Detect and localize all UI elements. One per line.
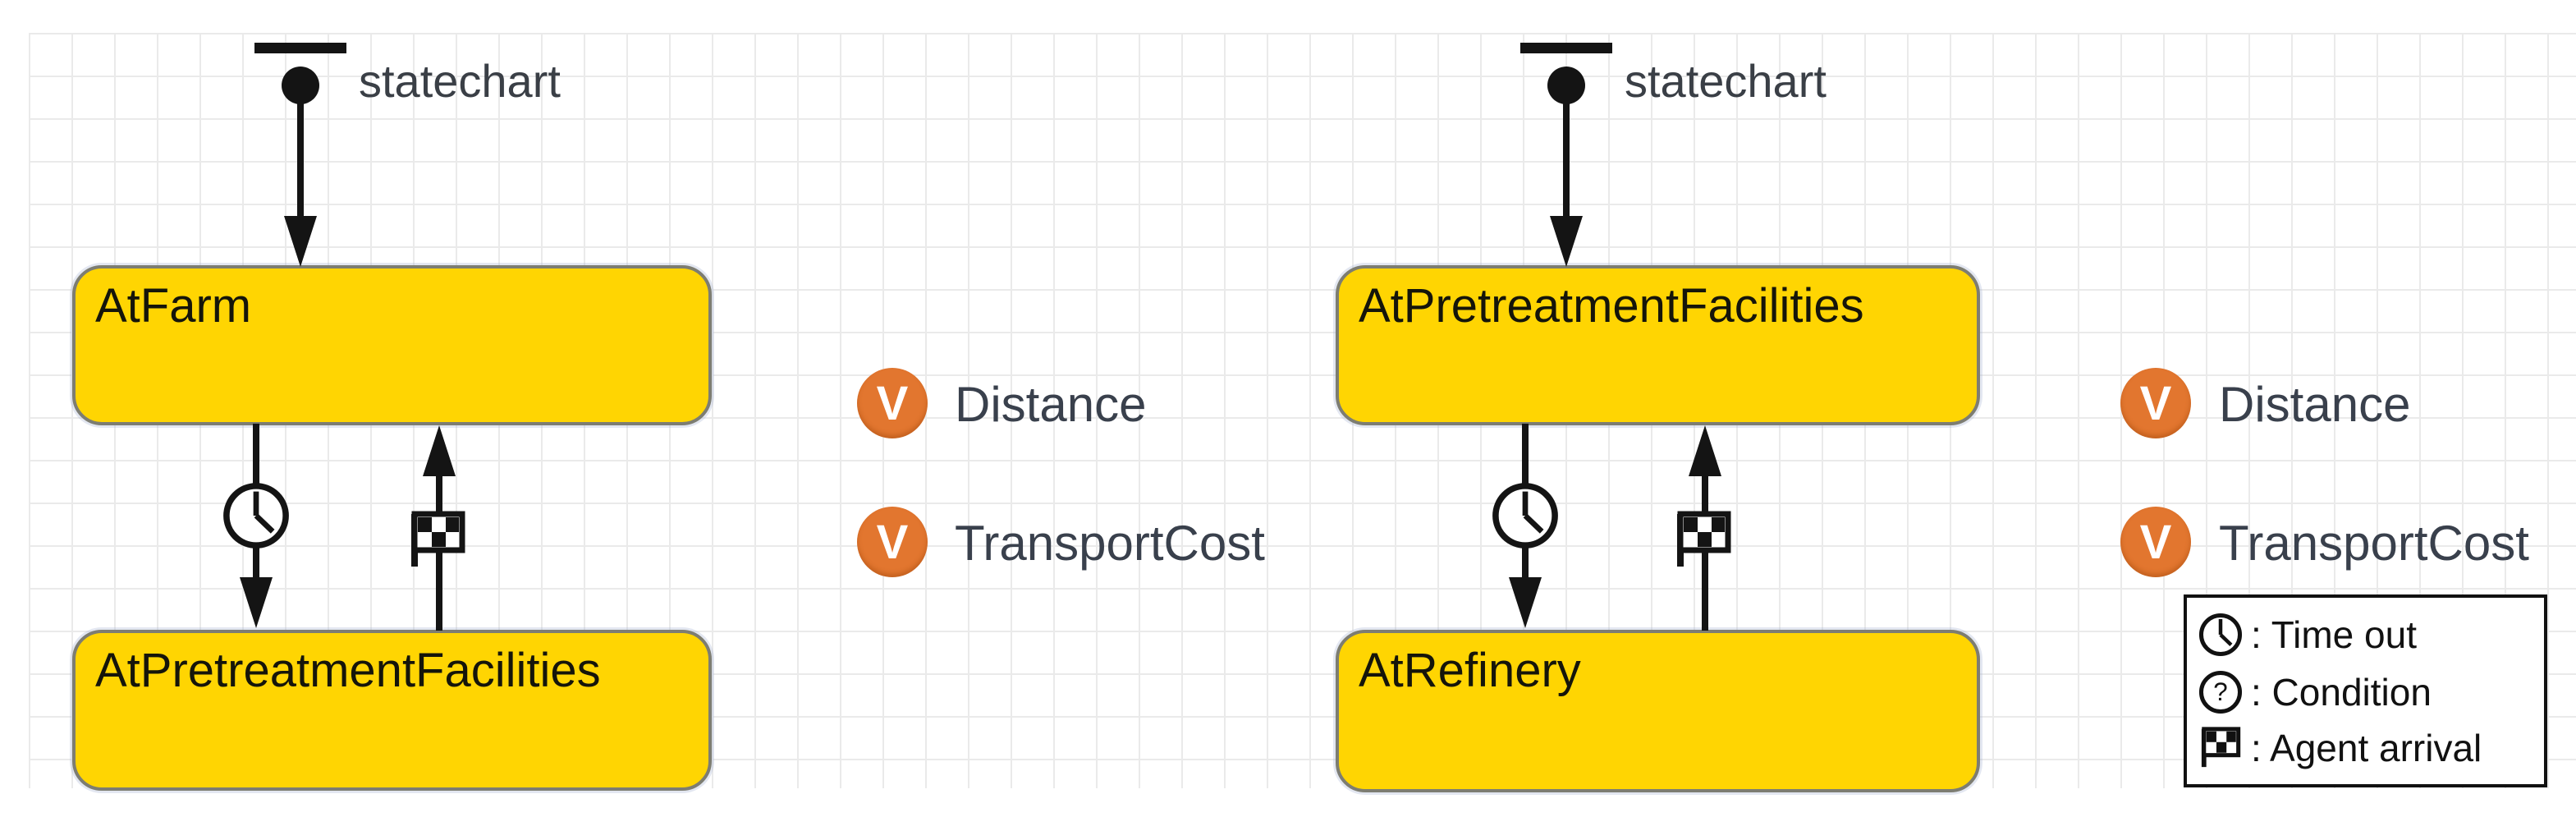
clock-icon[interactable] xyxy=(222,481,291,550)
arrowhead-down-icon xyxy=(1550,216,1583,267)
statechart-entry-label[interactable]: statechart xyxy=(359,55,561,107)
variable-label-transportcost[interactable]: TransportCost xyxy=(2219,516,2529,571)
clock-icon[interactable] xyxy=(1491,481,1560,550)
variable-glyph: V xyxy=(876,515,909,569)
agent-arrival-flag-icon[interactable] xyxy=(1675,511,1732,570)
state-atfarm[interactable]: AtFarm xyxy=(72,265,712,425)
variable-glyph: V xyxy=(876,376,909,430)
initial-transition-line[interactable] xyxy=(297,99,304,220)
initial-state-pointer-bar[interactable] xyxy=(254,43,346,53)
question-icon: ? xyxy=(2195,669,2246,715)
variable-label-distance[interactable]: Distance xyxy=(2219,377,2411,432)
legend-box[interactable]: : Time out ? : Condition : A xyxy=(2184,594,2547,787)
agent-arrival-flag-icon xyxy=(2195,727,2246,769)
legend-text: : Time out xyxy=(2251,613,2417,657)
arrowhead-down-icon xyxy=(240,577,273,628)
state-atrefinery[interactable]: AtRefinery xyxy=(1336,630,1980,792)
initial-state-pointer-bar[interactable] xyxy=(1520,43,1612,53)
statechart-entry-label[interactable]: statechart xyxy=(1625,55,1827,107)
initial-state-pointer-dot[interactable] xyxy=(1547,67,1585,104)
state-label: AtRefinery xyxy=(1359,644,1581,697)
variable-glyph: V xyxy=(2139,376,2172,430)
legend-text: : Condition xyxy=(2251,670,2432,714)
variable-icon[interactable]: V xyxy=(2120,368,2191,438)
arrowhead-up-icon xyxy=(423,425,456,476)
variable-label-distance[interactable]: Distance xyxy=(955,377,1147,432)
svg-text:?: ? xyxy=(2213,677,2227,706)
variable-icon[interactable]: V xyxy=(857,507,928,577)
arrowhead-down-icon xyxy=(1509,577,1542,628)
agent-arrival-flag-icon[interactable] xyxy=(409,511,466,570)
arrowhead-down-icon xyxy=(284,216,317,267)
legend-row-agent-arrival: : Agent arrival xyxy=(2195,726,2536,770)
legend-text: : Agent arrival xyxy=(2251,726,2482,769)
initial-transition-line[interactable] xyxy=(1563,99,1570,220)
legend-row-timeout: : Time out xyxy=(2195,612,2536,658)
initial-state-pointer-dot[interactable] xyxy=(282,67,319,104)
variable-icon[interactable]: V xyxy=(857,368,928,438)
clock-icon xyxy=(2195,612,2246,658)
state-label: AtPretreatmentFacilities xyxy=(95,644,601,697)
state-atpretreatmentfacilities-right[interactable]: AtPretreatmentFacilities xyxy=(1336,265,1980,425)
legend-row-condition: ? : Condition xyxy=(2195,669,2536,715)
variable-icon[interactable]: V xyxy=(2120,507,2191,577)
state-label: AtPretreatmentFacilities xyxy=(1359,279,1864,333)
state-label: AtFarm xyxy=(95,279,252,333)
arrowhead-up-icon xyxy=(1689,425,1721,476)
state-atpretreatmentfacilities-left[interactable]: AtPretreatmentFacilities xyxy=(72,630,712,791)
variable-label-transportcost[interactable]: TransportCost xyxy=(955,516,1265,571)
variable-glyph: V xyxy=(2139,515,2172,569)
